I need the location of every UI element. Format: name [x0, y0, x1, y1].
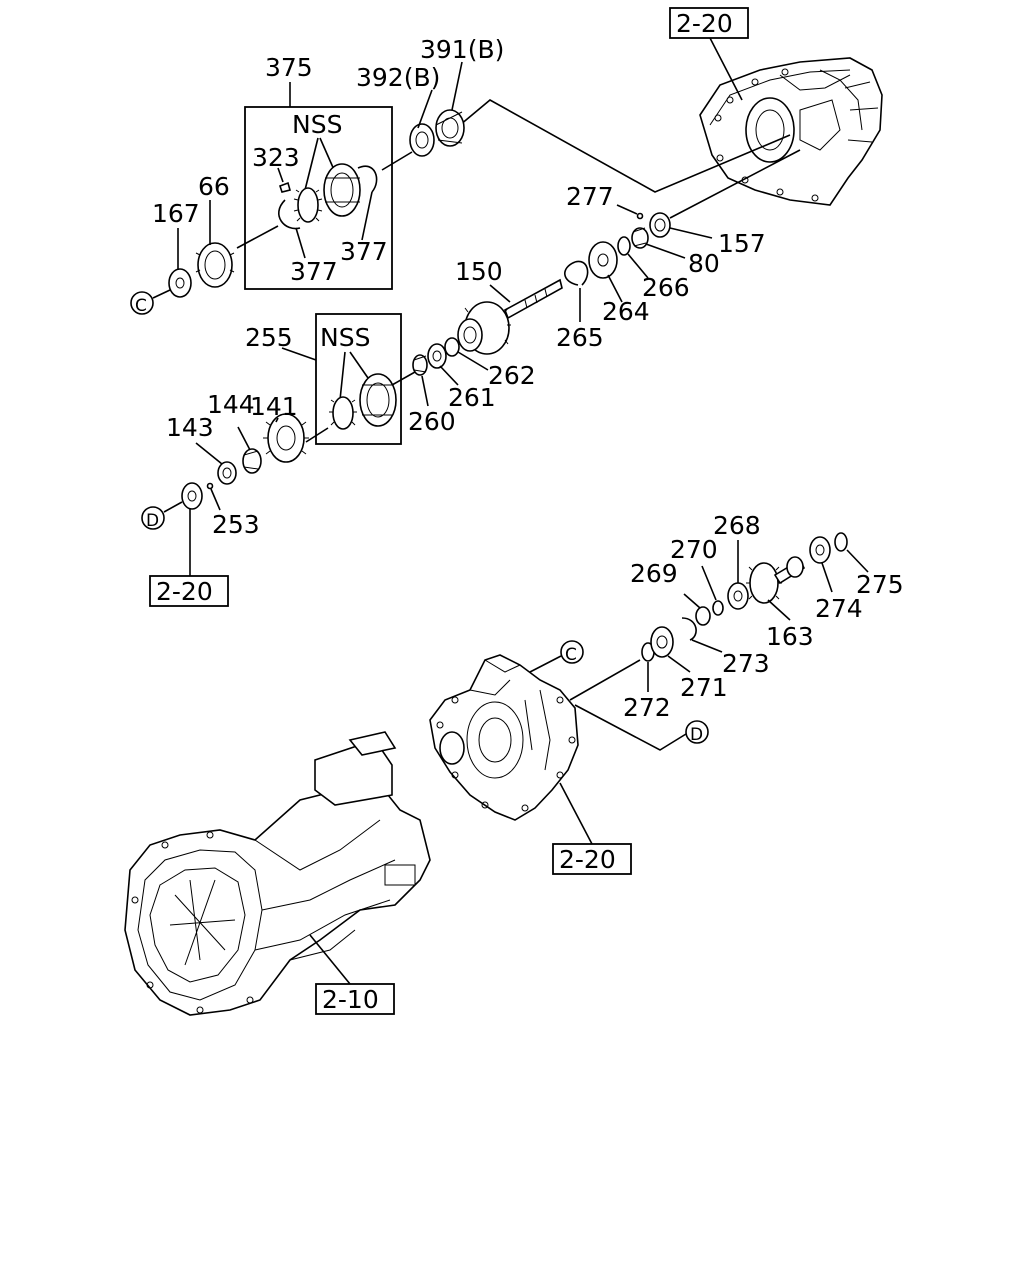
- ball-277: [636, 212, 644, 220]
- bearing-271: [650, 626, 674, 658]
- label-266: 266: [642, 273, 690, 302]
- label-150: 150: [455, 257, 503, 286]
- ring-270: [712, 600, 724, 616]
- label-143: 143: [166, 413, 214, 442]
- gear-small-lower: [332, 396, 354, 430]
- connector-d-right-label: D: [690, 725, 703, 745]
- main-shaft-150: [457, 278, 563, 355]
- ring-262: [444, 337, 460, 357]
- gear-141: [263, 413, 309, 463]
- washer-268: [727, 582, 749, 610]
- washer-269: [695, 606, 711, 626]
- synchro-sleeve-lower: [359, 373, 397, 427]
- label-163: 163: [766, 622, 814, 651]
- ref-box-mid: [552, 843, 632, 875]
- connector-d-left-label: D: [146, 511, 159, 531]
- connector-d-left: [141, 506, 165, 530]
- connector-c-upper-label: C: [135, 296, 147, 316]
- synchro-sleeve-upper: [323, 163, 361, 217]
- needle-bearing-144: [242, 448, 262, 474]
- gear-small-upper: [297, 187, 319, 223]
- synchro-ring-66: [195, 242, 235, 288]
- ring-266: [617, 236, 631, 256]
- label-265: 265: [556, 323, 604, 352]
- ref-label-left: 2-20: [156, 577, 213, 606]
- bearing-260: [412, 354, 428, 376]
- washer-lower-left: [181, 482, 203, 510]
- washer-167: [168, 268, 192, 298]
- washer-261: [427, 343, 447, 369]
- connector-c-upper: [130, 291, 154, 315]
- label-157: 157: [718, 229, 766, 258]
- label-277: 277: [566, 182, 614, 211]
- label-392b: 392(B): [356, 63, 440, 92]
- label-nss-upper: NSS: [292, 110, 342, 139]
- label-275: 275: [856, 570, 904, 599]
- needle-bearing-80: [631, 227, 649, 249]
- ref-label-mid: 2-20: [559, 845, 616, 874]
- connector-c-lower: [560, 640, 584, 664]
- connector-c-lower-label: C: [565, 645, 577, 665]
- key-323: [278, 181, 291, 193]
- snap-ring-377-lower: [278, 199, 301, 230]
- ball-253: [206, 482, 214, 490]
- bearing-264: [588, 241, 618, 279]
- label-377-a: 377: [340, 237, 388, 266]
- label-391b: 391(B): [420, 35, 504, 64]
- ref-label-bottom: 2-10: [322, 985, 379, 1014]
- label-253: 253: [212, 510, 260, 539]
- gear-shaft-163: [746, 556, 806, 604]
- ref-box-bottom: [315, 983, 395, 1015]
- bearing-392b: [409, 123, 435, 157]
- label-144: 144: [207, 390, 255, 419]
- label-270: 270: [670, 535, 718, 564]
- label-nss-lower: NSS: [320, 323, 370, 352]
- label-255: 255: [245, 323, 293, 352]
- label-274: 274: [815, 594, 863, 623]
- transmission-case-illustration: [124, 731, 431, 1016]
- bearing-274: [809, 536, 831, 564]
- label-268: 268: [713, 511, 761, 540]
- ref-box-left: [149, 575, 229, 607]
- label-167: 167: [152, 199, 200, 228]
- snap-ring-273: [681, 617, 697, 641]
- bearing-391b: [435, 109, 465, 147]
- label-262: 262: [488, 361, 536, 390]
- transfer-case-illustration: [429, 654, 579, 821]
- extension-case-illustration: [699, 57, 883, 206]
- connector-d-right: [685, 720, 709, 744]
- ref-label-top: 2-20: [676, 9, 733, 38]
- label-260: 260: [408, 407, 456, 436]
- label-141: 141: [250, 392, 298, 421]
- collar-143: [217, 461, 237, 485]
- label-271: 271: [680, 673, 728, 702]
- label-377-b: 377: [290, 257, 338, 286]
- label-269: 269: [630, 559, 678, 588]
- snap-ring-377-upper: [357, 165, 378, 193]
- label-273: 273: [722, 649, 770, 678]
- label-375: 375: [265, 53, 313, 82]
- snap-ring-265: [564, 261, 579, 286]
- assembly-box-375: [244, 106, 393, 290]
- label-264: 264: [602, 297, 650, 326]
- ref-box-top: [669, 7, 749, 39]
- label-272: 272: [623, 693, 671, 722]
- label-261: 261: [448, 383, 496, 412]
- bearing-157: [649, 212, 671, 238]
- ring-275: [834, 532, 848, 552]
- label-80: 80: [688, 249, 720, 278]
- label-66: 66: [198, 172, 230, 201]
- label-323: 323: [252, 143, 300, 172]
